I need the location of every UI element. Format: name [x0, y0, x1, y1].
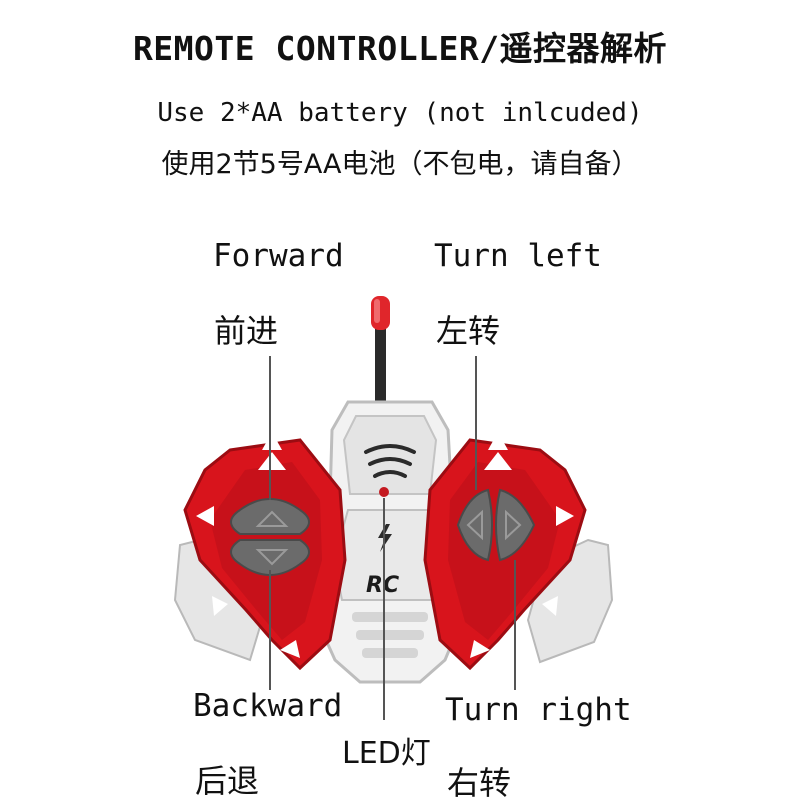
label-turn-left-zh: 左转	[436, 312, 501, 350]
antenna	[371, 296, 390, 418]
forward-button[interactable]	[230, 498, 310, 535]
right-arrow-icon	[505, 509, 522, 541]
center-body	[306, 400, 472, 684]
page-title: REMOTE CONTROLLER/遥控器解析	[132, 29, 668, 68]
label-turn-right-zh: 右转	[447, 764, 512, 802]
turn-right-button[interactable]	[495, 488, 536, 562]
label-forward-en: Forward	[213, 238, 344, 274]
led-indicator	[379, 487, 389, 497]
label-forward-zh: 前进	[214, 312, 279, 350]
label-led: LED灯	[342, 736, 431, 771]
up-arrow-icon	[255, 510, 289, 527]
battery-note-en: Use 2*AA battery (not inlcuded)	[157, 98, 643, 128]
leader-lines	[269, 356, 516, 720]
label-turn-left-en: Turn left	[434, 238, 602, 274]
label-backward-zh: 后退	[195, 762, 260, 800]
signal-icon	[364, 444, 416, 478]
label-backward-en: Backward	[193, 688, 343, 724]
rc-logo: RC	[366, 573, 399, 598]
down-arrow-icon	[255, 549, 289, 566]
left-arrow-icon	[466, 509, 483, 541]
svg-text:RC: RC	[366, 573, 399, 598]
label-turn-right-en: Turn right	[445, 692, 632, 728]
turn-left-button[interactable]	[456, 488, 493, 562]
battery-note-zh: 使用2节5号AA电池（不包电，请自备）	[161, 149, 639, 180]
backward-button[interactable]	[230, 539, 310, 576]
